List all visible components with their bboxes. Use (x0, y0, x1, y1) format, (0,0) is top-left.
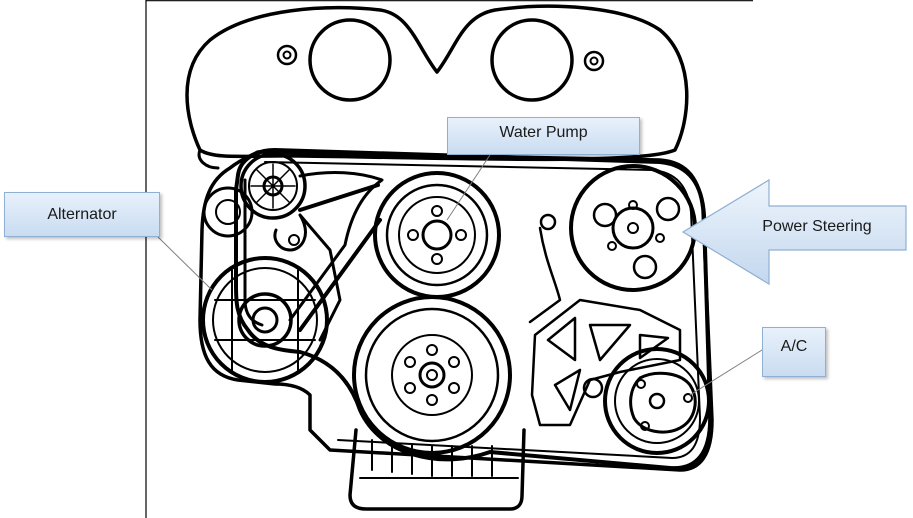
ac-pulley-ring (614, 358, 700, 444)
power-steering-bolt-4 (627, 222, 639, 234)
power-steering-label: Power Steering (726, 208, 908, 245)
alternator-pulley (237, 292, 293, 348)
ac-clutch-plate (629, 371, 697, 434)
crank-hub-inner (426, 369, 438, 381)
water-pump-pulley (373, 171, 501, 299)
power-steering-bolt-3 (607, 241, 617, 251)
water-pump-bolt-4 (407, 229, 419, 241)
cam-cover-bolt-left-inner (282, 50, 292, 60)
power-steering-label-text: Power Steering (762, 217, 872, 235)
power-steering-hole-3 (632, 254, 658, 280)
cam-cover-lower-edge (197, 148, 220, 170)
leader-water-pump (446, 154, 491, 221)
power-steering-pulley (569, 164, 697, 292)
crank-pulley-ring (364, 307, 500, 443)
crank-bolt-3 (448, 382, 460, 394)
water-pump-hub (421, 219, 453, 251)
power-steering-arrow-callout (681, 178, 907, 286)
power-steering-hole-2 (655, 196, 681, 222)
serpentine-belt-outer (234, 148, 713, 471)
ac-idler (582, 377, 604, 399)
power-steering-hub (611, 206, 655, 250)
tensioner-pulley (239, 152, 307, 220)
water-pump-pulley-ring (385, 183, 489, 287)
crank-bolt-5 (404, 382, 416, 394)
alternator-fins (214, 269, 316, 373)
block-bracket-center (528, 226, 562, 324)
cam-cover-port-right (490, 18, 574, 102)
power-steering-hole-1 (592, 202, 618, 228)
leader-alternator (157, 236, 213, 291)
alternator-body-inner (212, 267, 318, 373)
ac-bolt-1 (636, 379, 646, 389)
water-pump-bolt-3 (431, 253, 443, 265)
idler-left-small-inner (215, 199, 241, 225)
water-pump-bolt-1 (431, 205, 443, 217)
ac-pulley (603, 347, 711, 455)
crank-pulley (352, 295, 512, 455)
tensioner-pulley-ring (248, 161, 298, 211)
crank-bolt-4 (426, 394, 438, 406)
water-pump-label-text: Water Pump (499, 124, 588, 141)
tensioner-bracket (273, 213, 342, 342)
alternator-label-text: Alternator (47, 205, 117, 223)
crank-bolt-2 (448, 356, 460, 368)
ac-bracket (530, 298, 682, 427)
cam-cover-bolt-left (276, 44, 298, 66)
belt-span-diagonal (298, 183, 382, 332)
serpentine-belt-inner (243, 171, 384, 327)
cam-cover (185, 4, 689, 162)
crank-pulley-inner (391, 334, 473, 416)
alternator-body (201, 256, 329, 384)
crank-hub (418, 361, 446, 389)
cam-cover-port-left (308, 18, 392, 102)
ac-label-text: A/C (780, 338, 808, 355)
alternator-pulley-hub (251, 306, 279, 334)
crank-bolt-1 (426, 344, 438, 356)
cam-cover-bolt-right-inner (589, 56, 599, 66)
crank-bolt-6 (404, 356, 416, 368)
water-pump-label: Water Pump (447, 117, 640, 155)
bracket-bolt (288, 234, 300, 246)
ac-bolt-2 (683, 393, 693, 403)
leader-ac (689, 349, 763, 396)
power-steering-bolt-1 (628, 200, 638, 210)
ac-bolt-3 (640, 421, 650, 431)
oil-pan (348, 428, 526, 511)
ac-label: A/C (762, 327, 826, 377)
water-pump-pulley-inner (398, 196, 476, 274)
tensioner-spokes (250, 163, 296, 209)
water-pump-bolt-2 (455, 229, 467, 241)
ac-hub (648, 392, 666, 410)
block-bolt-center (539, 213, 557, 231)
power-steering-bolt-2 (655, 233, 665, 243)
cam-cover-bolt-right (583, 50, 605, 72)
alternator-label: Alternator (4, 192, 160, 237)
